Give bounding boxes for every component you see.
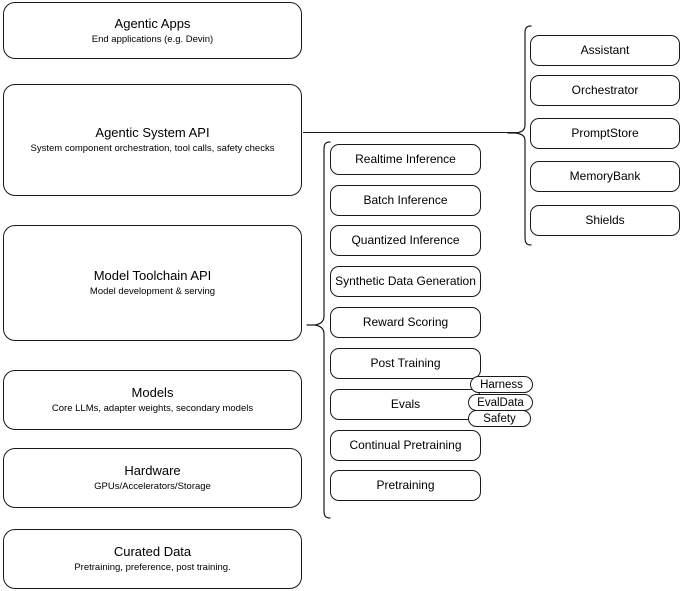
toolchain-component-pretraining[interactable]: Pretraining	[330, 470, 481, 501]
stack-box-title: Agentic System API	[95, 125, 210, 140]
brace-system-components	[507, 25, 532, 246]
toolchain-component-quantized-inference[interactable]: Quantized Inference	[330, 225, 481, 256]
toolchain-component-synthetic-data-generation[interactable]: Synthetic Data Generation	[330, 266, 481, 297]
stack-box-title: Hardware	[124, 463, 181, 478]
stack-box-title: Curated Data	[113, 544, 192, 559]
stack-box-subtitle: End applications (e.g. Devin)	[91, 33, 214, 45]
stack-box-subtitle: Model development & serving	[89, 286, 216, 297]
eval-tag-label: EvalData	[477, 396, 524, 409]
toolchain-component-continual-pretraining[interactable]: Continual Pretraining	[330, 430, 481, 461]
toolchain-component-label: Batch Inference	[363, 193, 448, 207]
stack-box-hardware[interactable]: Hardware GPUs/Accelerators/Storage	[3, 448, 302, 508]
eval-tag-label: Safety	[483, 412, 516, 425]
toolchain-component-realtime-inference[interactable]: Realtime Inference	[330, 144, 481, 175]
toolchain-component-label: Pretraining	[376, 478, 435, 492]
toolchain-component-label: Continual Pretraining	[349, 438, 462, 452]
system-component-orchestrator[interactable]: Orchestrator	[530, 75, 680, 106]
brace-toolchain-components	[306, 141, 331, 519]
eval-tag-label: Harness	[480, 378, 523, 391]
system-component-label: MemoryBank	[569, 169, 641, 183]
toolchain-component-reward-scoring[interactable]: Reward Scoring	[330, 307, 481, 338]
connector-line-system-api-to-components	[303, 132, 519, 134]
stack-box-title: Model Toolchain API	[93, 268, 212, 283]
eval-tag-evaldata[interactable]: EvalData	[468, 394, 533, 411]
eval-tag-safety[interactable]: Safety	[468, 410, 531, 427]
system-component-memorybank[interactable]: MemoryBank	[530, 161, 680, 192]
system-component-label: Shields	[585, 213, 625, 227]
system-component-label: Assistant	[580, 43, 630, 57]
system-component-label: Orchestrator	[571, 83, 639, 97]
toolchain-component-label: Post Training	[370, 356, 441, 370]
system-component-assistant[interactable]: Assistant	[530, 35, 680, 66]
toolchain-component-label: Synthetic Data Generation	[335, 274, 476, 288]
system-component-promptstore[interactable]: PromptStore	[530, 118, 680, 149]
stack-box-subtitle: Core LLMs, adapter weights, secondary mo…	[51, 403, 254, 414]
stack-box-agentic-apps[interactable]: Agentic Apps End applications (e.g. Devi…	[3, 2, 302, 59]
stack-box-subtitle: Pretraining, preference, post training.	[74, 562, 231, 573]
stack-box-models[interactable]: Models Core LLMs, adapter weights, secon…	[3, 370, 302, 430]
toolchain-component-evals[interactable]: Evals	[330, 389, 481, 420]
toolchain-component-label: Reward Scoring	[362, 315, 449, 329]
stack-box-title: Agentic Apps	[114, 15, 191, 31]
eval-tag-harness[interactable]: Harness	[470, 376, 533, 393]
stack-box-subtitle: GPUs/Accelerators/Storage	[94, 481, 211, 492]
stack-box-agentic-system-api[interactable]: Agentic System API System component orch…	[3, 84, 302, 196]
toolchain-component-batch-inference[interactable]: Batch Inference	[330, 185, 481, 216]
toolchain-component-post-training[interactable]: Post Training	[330, 348, 481, 379]
stack-box-curated-data[interactable]: Curated Data Pretraining, preference, po…	[3, 529, 302, 589]
system-component-label: PromptStore	[571, 126, 639, 140]
stack-box-title: Models	[131, 385, 174, 400]
stack-box-model-toolchain-api[interactable]: Model Toolchain API Model development & …	[3, 225, 302, 341]
toolchain-component-label: Realtime Inference	[355, 152, 456, 166]
toolchain-component-label: Quantized Inference	[351, 233, 460, 247]
stack-box-subtitle: System component orchestration, tool cal…	[30, 143, 275, 154]
toolchain-component-label: Evals	[390, 397, 421, 411]
system-component-shields[interactable]: Shields	[530, 205, 680, 236]
